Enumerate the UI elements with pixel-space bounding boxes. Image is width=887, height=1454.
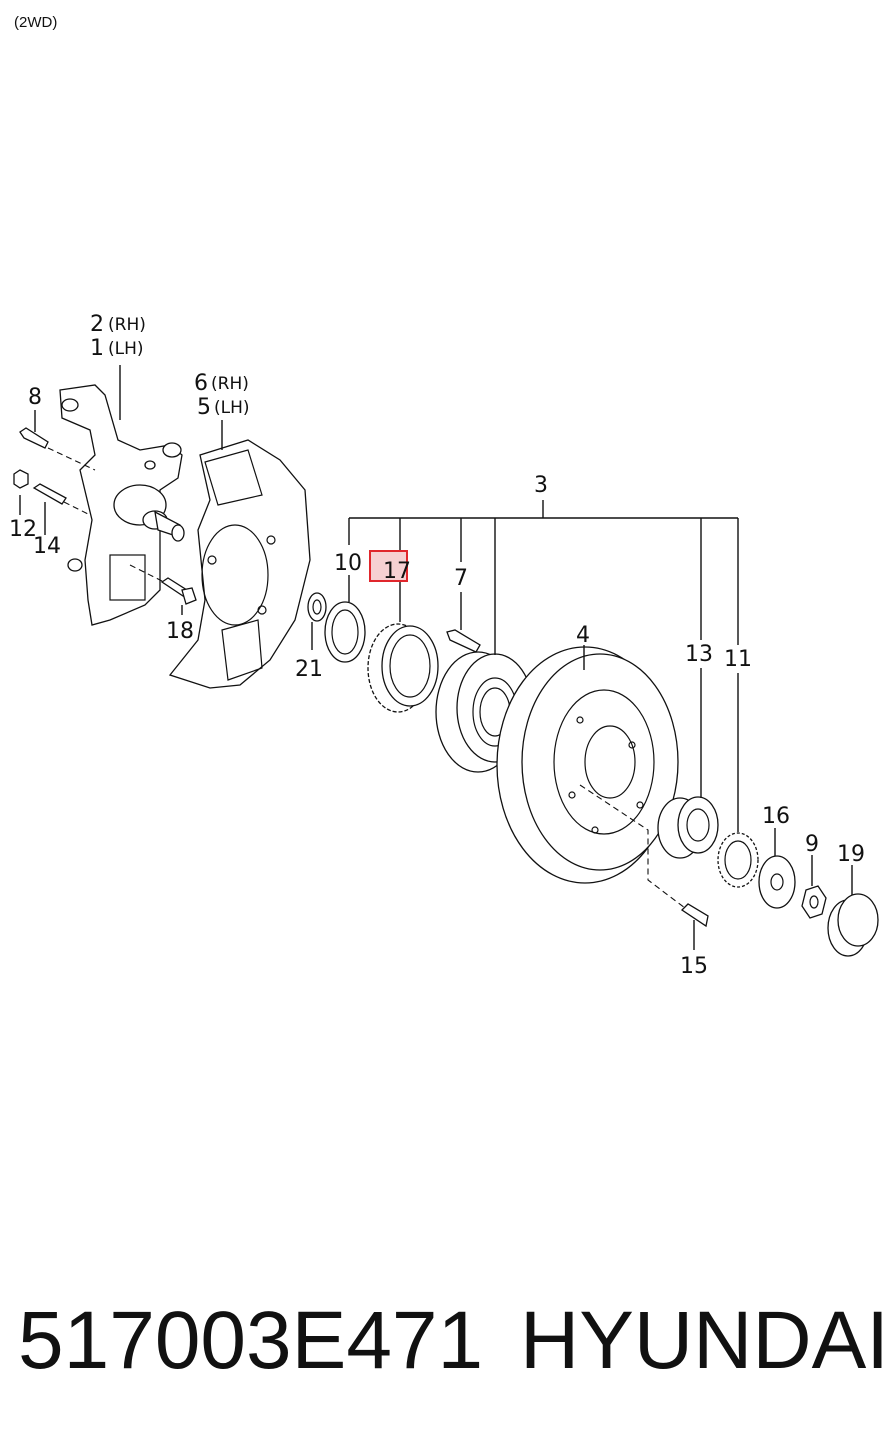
callout-5-side: (LH) [214,398,250,418]
callout-15: 15 [680,954,708,979]
brand-name: HYUNDAI [520,1295,887,1386]
washer-16[interactable] [758,855,796,909]
wheel-bearing-13[interactable] [657,796,719,859]
callout-9: 9 [805,832,819,857]
callout-10: 10 [334,551,362,576]
bearing-17[interactable] [367,623,439,713]
callout-7: 7 [454,566,468,591]
brake-disc-4[interactable] [496,646,679,884]
callout-13: 13 [685,642,713,667]
callout-19: 19 [837,842,865,867]
bolt-18[interactable] [129,564,197,605]
callout-4: 4 [576,623,590,648]
callout-6: 6 [194,371,208,396]
callout-2: 2 [90,312,104,337]
dust-cover[interactable] [168,439,311,689]
bolt-8[interactable] [19,427,96,471]
callout-1-side: (LH) [108,339,144,359]
callout-16: 16 [762,804,790,829]
variant-label: (2WD) [14,14,57,31]
callout-1: 1 [90,336,104,361]
callout-11: 11 [724,647,752,672]
oil-seal-10[interactable] [324,601,366,663]
steering-knuckle[interactable] [59,384,185,626]
callout-14: 14 [33,534,61,559]
callout-21: 21 [295,657,323,682]
part-number: 517003E471 [18,1295,483,1386]
callout-6-side: (RH) [211,374,249,394]
highlight-box-17[interactable] [369,550,408,582]
callout-18: 18 [166,619,194,644]
stud-14[interactable] [32,483,91,516]
callout-3: 3 [534,473,548,498]
callout-12: 12 [9,517,37,542]
callout-5: 5 [197,395,211,420]
seal-21[interactable] [307,592,327,622]
callout-2-side: (RH) [108,315,146,335]
nut-12[interactable] [13,469,29,489]
nut-9[interactable] [801,885,827,919]
callout-17: 17 [383,559,411,584]
callout-8: 8 [28,385,42,410]
hub-cap-19[interactable] [827,893,879,957]
hub-bolt-7[interactable] [446,629,481,653]
leader-lines [19,365,853,950]
tone-wheel-11[interactable] [717,832,759,888]
screw-15[interactable] [579,784,709,928]
